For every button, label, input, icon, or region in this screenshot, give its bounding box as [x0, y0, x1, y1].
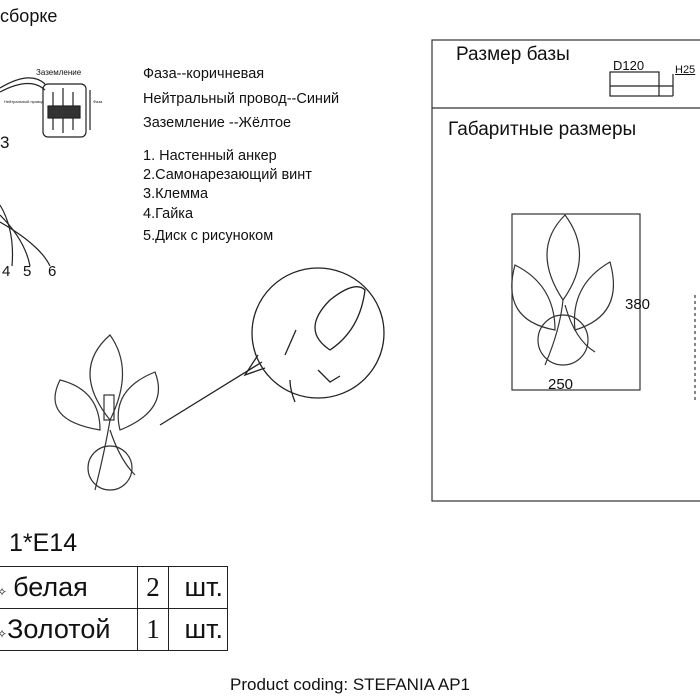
- product-coding: Product coding: STEFANIA AP1: [229, 675, 471, 694]
- callout-number-4: 4: [2, 263, 11, 280]
- component-unit: шт.: [168, 566, 228, 609]
- table-row: ✧белая 2 шт.: [0, 566, 228, 609]
- callout-number-5: 5: [23, 263, 32, 280]
- part-item: 3.Клемма: [143, 186, 209, 202]
- detail-callout: [159, 267, 385, 426]
- bulb-spec: 1*E14: [9, 529, 78, 557]
- lamp-illustration-small: [54, 334, 159, 491]
- part-item: 5.Диск с рисуноком: [143, 228, 274, 244]
- neutral-label-1: Нейтральный провод: [4, 99, 44, 104]
- width-dimension: 250: [548, 376, 574, 393]
- wiring-line-phase: Фаза--коричневая: [143, 66, 265, 82]
- part-item: 1. Настенный анкер: [143, 148, 277, 164]
- section-title: сборке: [0, 6, 58, 26]
- component-unit: шт.: [168, 608, 228, 651]
- base-diameter: D120: [613, 58, 645, 73]
- part-item: 4.Гайка: [143, 206, 194, 222]
- component-qty: 2: [137, 566, 169, 609]
- base-size-diagram: [609, 71, 674, 97]
- height-dimension: 380: [625, 296, 651, 313]
- base-height: H25: [675, 64, 696, 76]
- ground-label: Заземление: [36, 68, 82, 77]
- wiring-line-neutral: Нейтральный провод--Синий: [143, 91, 340, 107]
- overall-size-title: Габаритные размеры: [448, 119, 637, 140]
- component-name: Золотой: [7, 614, 111, 644]
- lamp-illustration-dimensioned: [511, 213, 696, 400]
- leader-lines: [0, 204, 51, 267]
- component-qty: 1: [137, 608, 169, 651]
- dimensions-panel: [431, 39, 700, 502]
- base-size-title: Размер базы: [456, 44, 570, 65]
- part-item: 2.Самонарезающий винт: [143, 167, 312, 183]
- callout-number-6: 6: [48, 263, 57, 280]
- terminal-block-diagram: [0, 77, 91, 138]
- wiring-line-ground: Заземление --Жёлтое: [143, 115, 292, 131]
- callout-number-3: 3: [0, 133, 10, 152]
- table-row: ✧Золотой 1 шт.: [0, 608, 228, 651]
- component-name: белая: [13, 572, 88, 602]
- components-table: ✧белая 2 шт. ✧Золотой 1 шт.: [0, 566, 228, 651]
- phase-label: Фаза: [93, 99, 103, 104]
